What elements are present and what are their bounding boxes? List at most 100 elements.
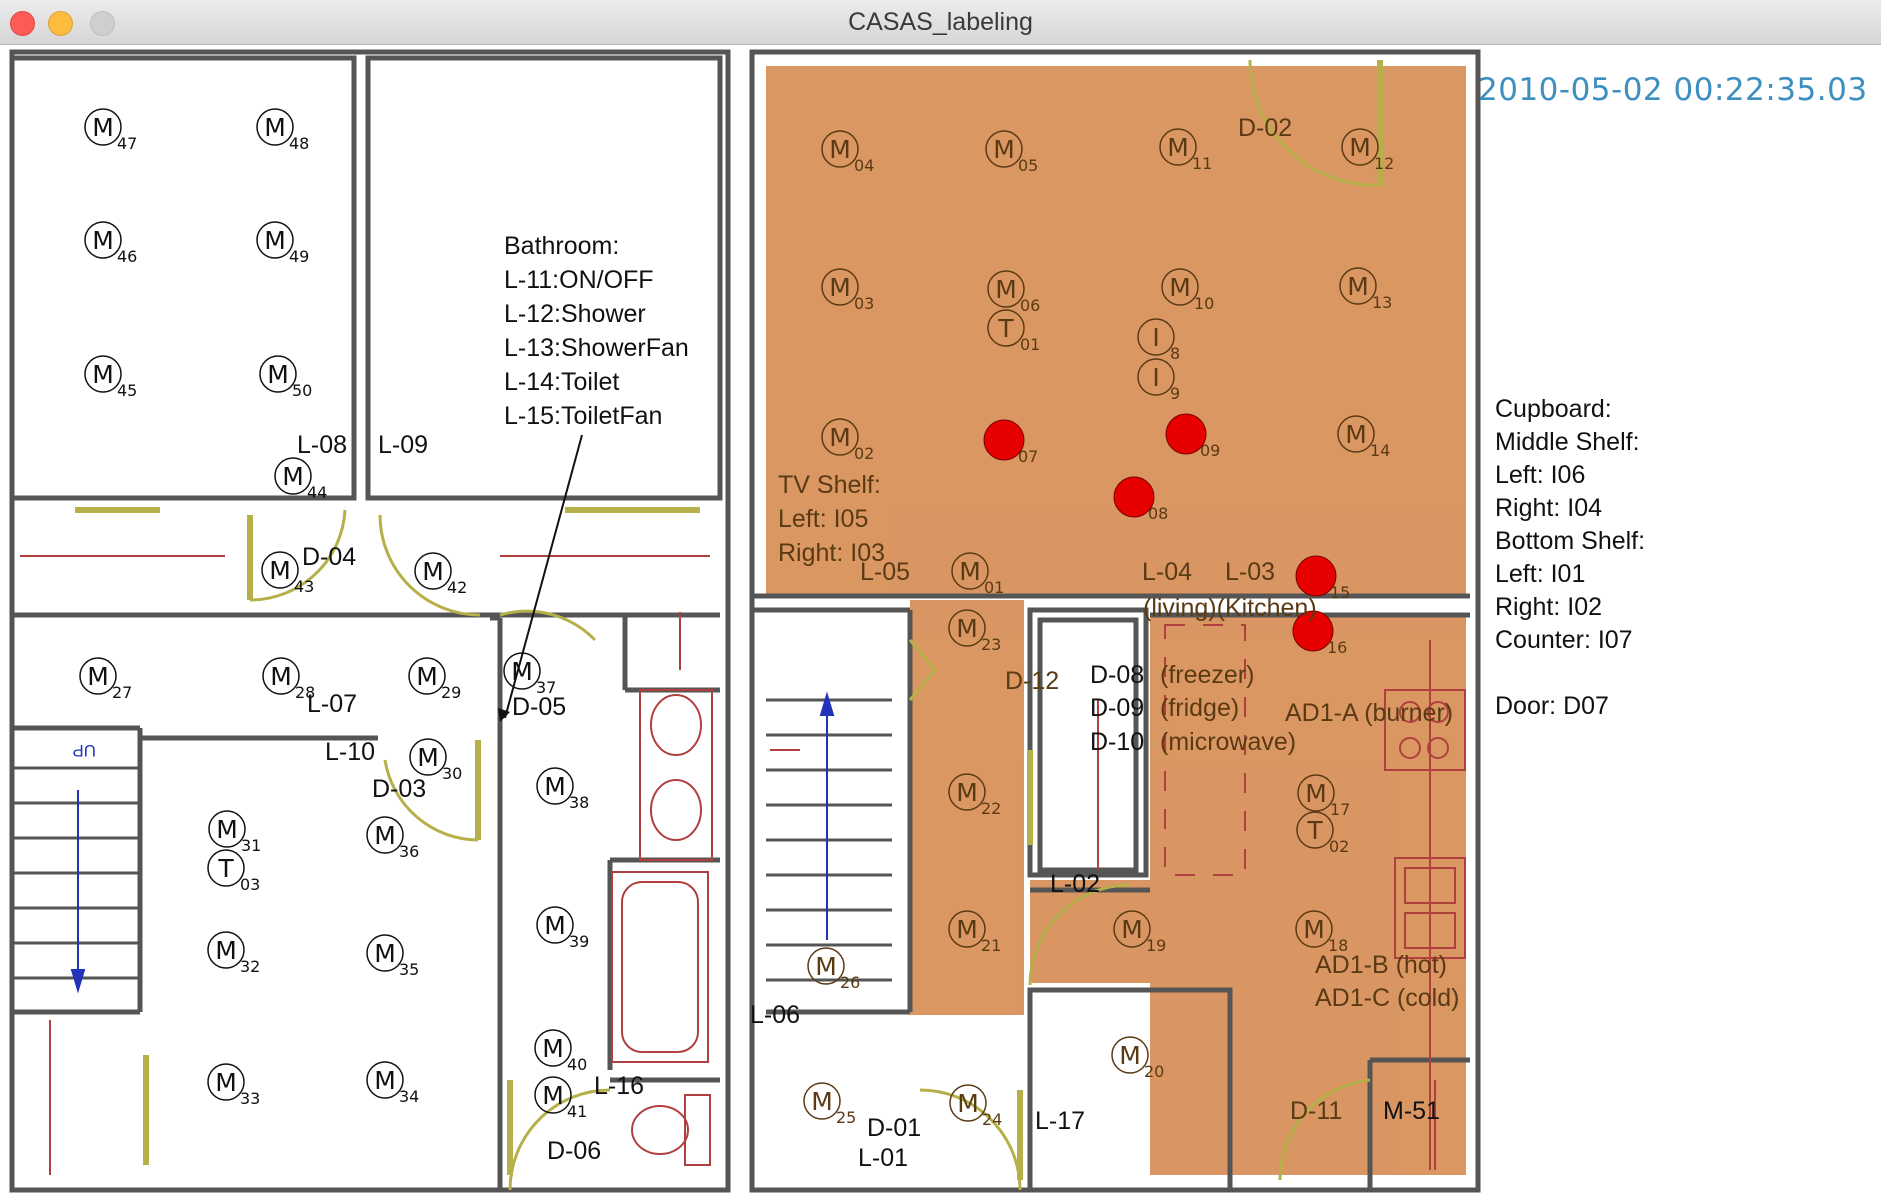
sensor-m24[interactable]: M24 bbox=[949, 1084, 1002, 1129]
sensor-m21[interactable]: M21 bbox=[948, 910, 1001, 955]
sensor-circle bbox=[84, 355, 122, 393]
sensor-m42[interactable]: M42 bbox=[414, 552, 467, 597]
sensor-m32[interactable]: M32 bbox=[207, 931, 260, 976]
sensor-m23[interactable]: M23 bbox=[948, 609, 1001, 654]
sensor-m14[interactable]: M14 bbox=[1337, 415, 1390, 460]
sensor-m31[interactable]: M31 bbox=[208, 810, 261, 855]
sensor-m02[interactable]: M02 bbox=[821, 418, 874, 463]
sensor-m39[interactable]: M39 bbox=[536, 906, 589, 951]
sensor-number: 05 bbox=[1018, 156, 1038, 175]
legend-line: Door: D07 bbox=[1495, 692, 1609, 720]
sensor-circle bbox=[274, 457, 312, 495]
sensor-m29[interactable]: M29 bbox=[408, 657, 461, 702]
sensor-m12[interactable]: M12 bbox=[1341, 128, 1394, 173]
plan-label: L-06 bbox=[750, 1001, 800, 1029]
sensor-circle bbox=[536, 767, 574, 805]
sensor-m27[interactable]: M27 bbox=[79, 657, 132, 702]
sensor-number: 9 bbox=[1170, 384, 1180, 403]
sensor-i15[interactable]: 15 bbox=[1295, 555, 1350, 602]
sensor-type: M bbox=[829, 423, 851, 452]
sensor-m25[interactable]: M25 bbox=[803, 1082, 856, 1127]
sensor-m05[interactable]: M05 bbox=[985, 130, 1038, 175]
sensor-i09a[interactable]: I9 bbox=[1137, 358, 1180, 403]
sensor-m41[interactable]: M41 bbox=[534, 1076, 587, 1121]
plan-label: L-07 bbox=[307, 690, 357, 718]
sensor-m50[interactable]: M50 bbox=[259, 355, 312, 400]
sensor-m40[interactable]: M40 bbox=[534, 1029, 587, 1074]
sensor-m28[interactable]: M28 bbox=[262, 657, 315, 702]
sensor-m33[interactable]: M33 bbox=[207, 1063, 260, 1108]
sensor-number: 43 bbox=[294, 577, 314, 596]
sensor-number: 36 bbox=[399, 842, 419, 861]
sensor-number: 09 bbox=[1200, 441, 1220, 460]
sensor-t03[interactable]: T03 bbox=[207, 849, 260, 894]
zoom-window-button[interactable] bbox=[90, 11, 115, 36]
sensor-m22[interactable]: M22 bbox=[948, 773, 1001, 818]
sensor-m47[interactable]: M47 bbox=[84, 108, 137, 153]
plan-label: (living)(Kitchen) bbox=[1143, 594, 1317, 622]
sensor-m34[interactable]: M34 bbox=[366, 1061, 419, 1106]
sensor-type: M bbox=[956, 614, 978, 643]
sensor-m19[interactable]: M19 bbox=[1113, 910, 1166, 955]
sensor-i07[interactable]: 07 bbox=[983, 419, 1038, 466]
sensor-type: M bbox=[1303, 915, 1325, 944]
sensor-m01[interactable]: M01 bbox=[951, 552, 1004, 597]
plan-label: D-03 bbox=[372, 775, 426, 803]
sensor-circle bbox=[256, 108, 294, 146]
sensor-circle bbox=[1295, 910, 1333, 948]
sensor-number: 29 bbox=[441, 683, 461, 702]
sensor-m45[interactable]: M45 bbox=[84, 355, 137, 400]
sensor-circle bbox=[985, 130, 1023, 168]
sensor-m36[interactable]: M36 bbox=[366, 816, 419, 861]
sensor-m48[interactable]: M48 bbox=[256, 108, 309, 153]
sensor-circle bbox=[821, 268, 859, 306]
sensor-number: 14 bbox=[1370, 441, 1390, 460]
sensor-number: 15 bbox=[1330, 583, 1350, 602]
sensor-m46[interactable]: M46 bbox=[84, 221, 137, 266]
sensor-number: 03 bbox=[240, 875, 260, 894]
sensor-m10[interactable]: M10 bbox=[1161, 268, 1214, 313]
minimize-window-button[interactable] bbox=[48, 11, 73, 36]
sensor-i09[interactable]: 09 bbox=[1165, 413, 1220, 460]
sensor-m04[interactable]: M04 bbox=[821, 130, 874, 175]
sensor-m06[interactable]: M06 bbox=[987, 270, 1040, 315]
sensor-m18[interactable]: M18 bbox=[1295, 910, 1348, 955]
sensor-type: M bbox=[374, 821, 396, 850]
plan-label: D-04 bbox=[302, 543, 356, 571]
sensor-m38[interactable]: M38 bbox=[536, 767, 589, 812]
sensor-m49[interactable]: M49 bbox=[256, 221, 309, 266]
sensor-circle bbox=[821, 130, 859, 168]
sensor-number: 8 bbox=[1170, 344, 1180, 363]
sensor-number: 20 bbox=[1144, 1062, 1164, 1081]
close-window-button[interactable] bbox=[10, 11, 35, 36]
sensor-number: 31 bbox=[241, 836, 261, 855]
plan-label: L-17 bbox=[1035, 1107, 1085, 1135]
sensor-m13[interactable]: M13 bbox=[1339, 267, 1392, 312]
sensor-m20[interactable]: M20 bbox=[1111, 1036, 1164, 1081]
sensor-m17[interactable]: M17 bbox=[1297, 774, 1350, 819]
sensor-circle bbox=[84, 221, 122, 259]
sensor-type: M bbox=[829, 135, 851, 164]
sensor-type: M bbox=[542, 1081, 564, 1110]
sensor-m11[interactable]: M11 bbox=[1159, 128, 1212, 173]
sensor-t01[interactable]: T01 bbox=[987, 309, 1040, 354]
sensor-i08[interactable]: 08 bbox=[1113, 476, 1168, 523]
sensor-m26[interactable]: M26 bbox=[807, 947, 860, 992]
sensor-type: M bbox=[1119, 1041, 1141, 1070]
sensor-m44[interactable]: M44 bbox=[274, 457, 327, 502]
sensor-i16[interactable]: 16 bbox=[1292, 610, 1347, 657]
sensor-number: 26 bbox=[840, 973, 860, 992]
sensor-i08a[interactable]: I8 bbox=[1137, 318, 1180, 363]
door-frames bbox=[75, 60, 1383, 1180]
sensor-m43[interactable]: M43 bbox=[261, 551, 314, 596]
sensor-circle bbox=[207, 1063, 245, 1101]
window-title: CASAS_labeling bbox=[848, 8, 1033, 36]
sensor-number: 12 bbox=[1374, 154, 1394, 173]
sensor-t02[interactable]: T02 bbox=[1296, 811, 1349, 856]
plan-label: D-12 bbox=[1005, 667, 1059, 695]
sensor-m35[interactable]: M35 bbox=[366, 934, 419, 979]
sensor-number: 13 bbox=[1372, 293, 1392, 312]
sensor-circle bbox=[951, 552, 989, 590]
sensor-m30[interactable]: M30 bbox=[409, 738, 462, 783]
sensor-m03[interactable]: M03 bbox=[821, 268, 874, 313]
